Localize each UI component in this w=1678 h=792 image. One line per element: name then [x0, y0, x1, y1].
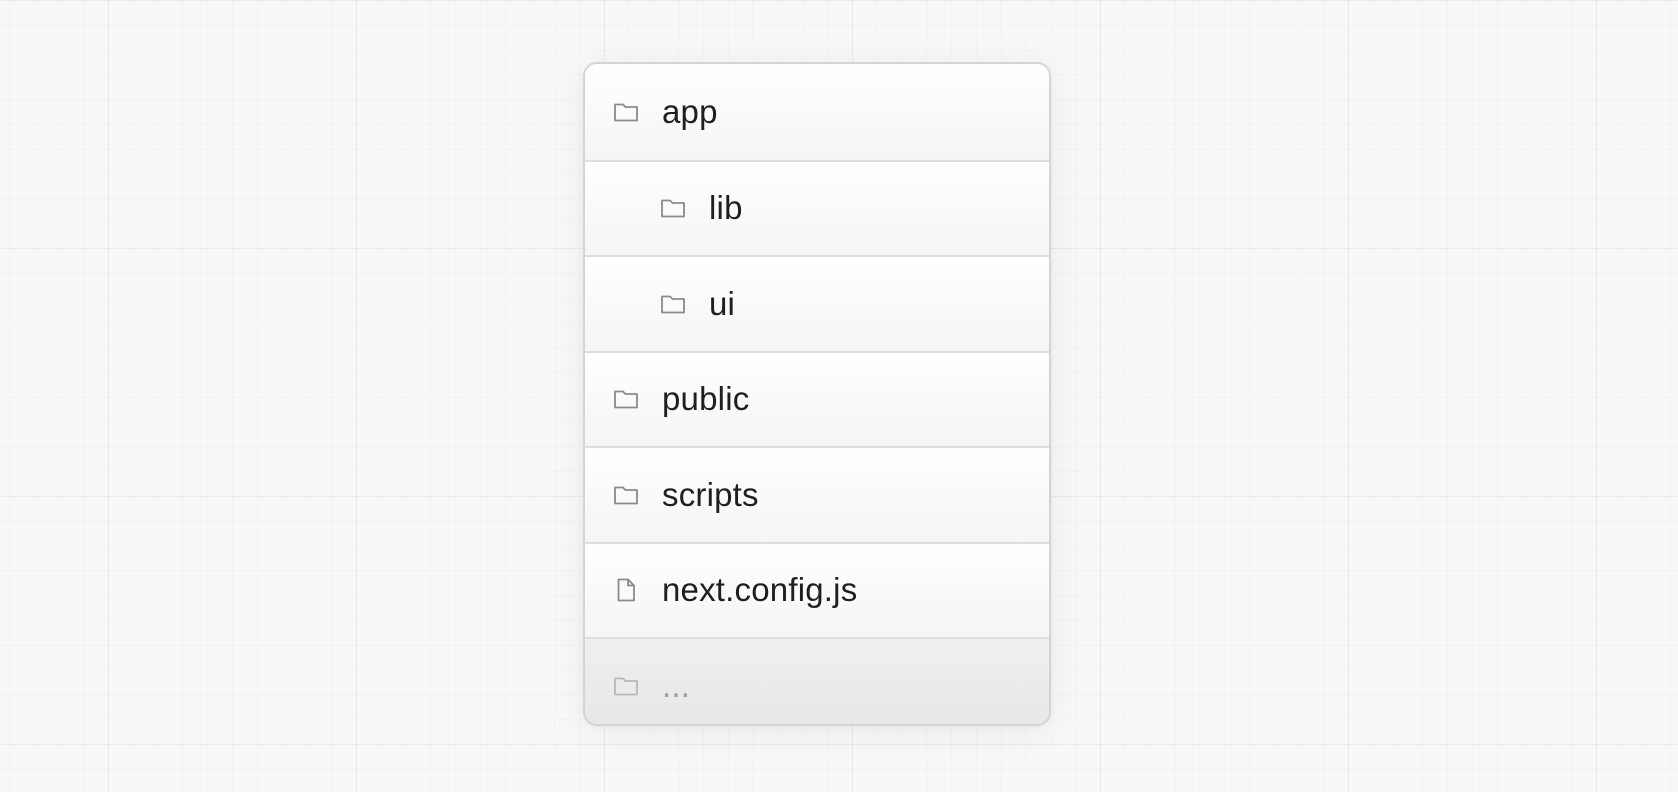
tree-item-label: ... [662, 666, 691, 704]
folder-icon [612, 98, 640, 126]
folder-icon [612, 385, 640, 413]
tree-item-label: scripts [662, 475, 759, 513]
folder-icon [659, 194, 687, 222]
tree-item-next-config[interactable]: next.config.js [585, 541, 1049, 637]
tree-item-label: app [662, 92, 718, 130]
tree-item-lib[interactable]: lib [585, 159, 1049, 255]
tree-item-label: public [662, 380, 750, 418]
tree-item-app[interactable]: app [585, 64, 1049, 160]
tree-item-label: lib [709, 189, 743, 227]
tree-item-label: ui [709, 284, 736, 322]
tree-item-ui[interactable]: ui [585, 255, 1049, 351]
folder-icon [612, 672, 640, 700]
file-tree-card: app lib ui public script [583, 62, 1051, 726]
tree-item-scripts[interactable]: scripts [585, 446, 1049, 542]
folder-icon [612, 481, 640, 509]
tree-item-label: next.config.js [662, 571, 858, 609]
tree-item-more[interactable]: ... [585, 637, 1049, 724]
file-icon [612, 576, 640, 604]
tree-item-public[interactable]: public [585, 350, 1049, 446]
folder-icon [659, 290, 687, 318]
